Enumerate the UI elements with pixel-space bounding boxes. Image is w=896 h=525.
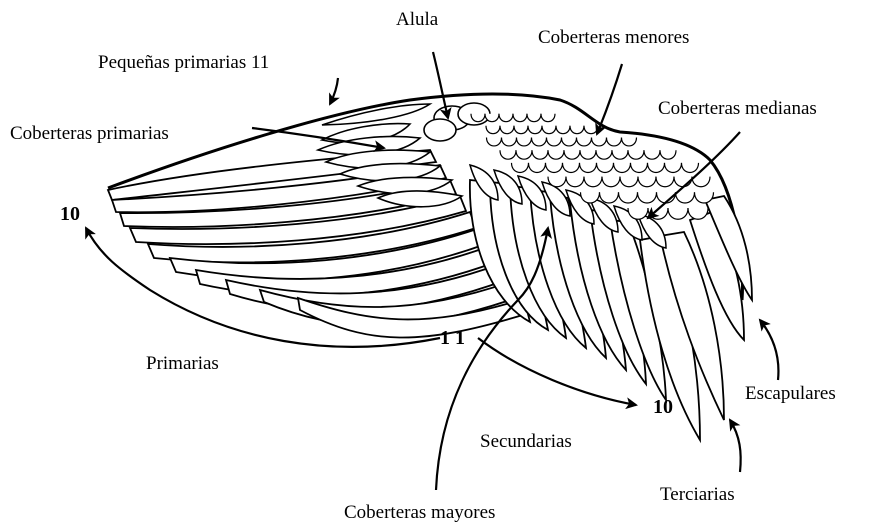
number-primary-start: 10 (60, 204, 80, 224)
number-center-start: 1 1 (440, 328, 465, 348)
label-coberteras-primarias: Coberteras primarias (10, 124, 169, 143)
arrow-escapulares (760, 320, 778, 380)
arrow-pequenas-primarias (330, 78, 338, 104)
label-primarias: Primarias (146, 354, 219, 373)
primary-feathers (108, 150, 526, 338)
label-terciarias: Terciarias (660, 485, 735, 504)
label-coberteras-medianas: Coberteras medianas (658, 99, 817, 118)
arrow-coberteras-menores (597, 64, 622, 134)
label-coberteras-menores: Coberteras menores (538, 28, 689, 47)
number-secondary-end: 10 (653, 397, 673, 417)
label-secundarias: Secundarias (480, 432, 572, 451)
label-coberteras-mayores: Coberteras mayores (344, 503, 495, 522)
label-escapulares: Escapulares (745, 384, 836, 403)
arrow-terciarias (730, 420, 741, 472)
label-pequenas-primarias: Pequeñas primarias 11 (98, 53, 269, 72)
label-alula: Alula (396, 10, 438, 29)
